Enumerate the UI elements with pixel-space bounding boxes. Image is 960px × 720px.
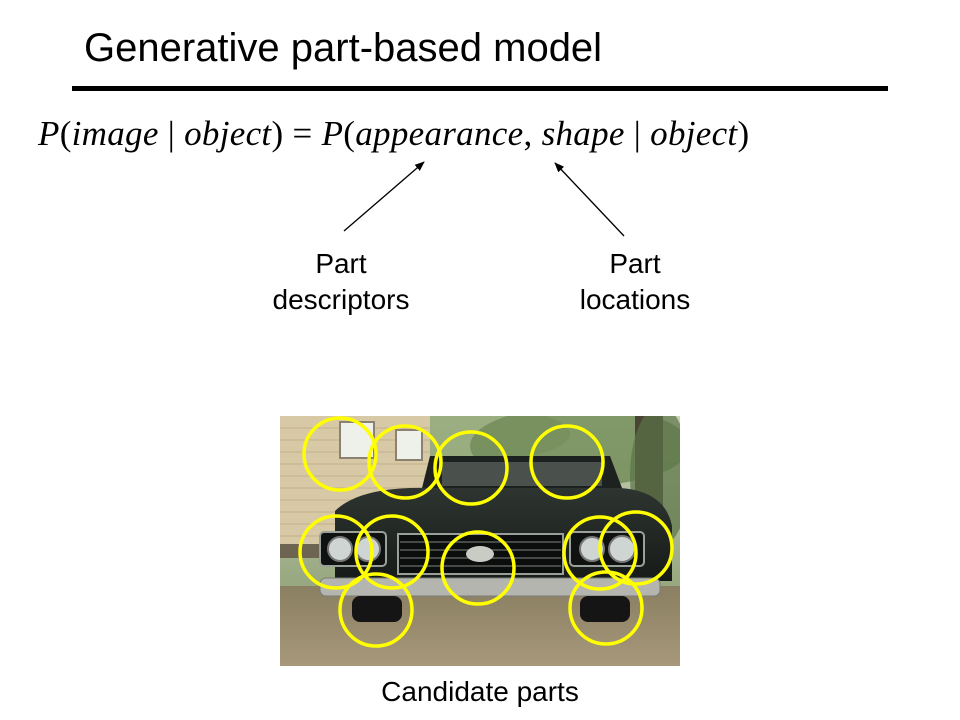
eq-rhs-open: ( [343,114,356,153]
eq-lhs-image: image [71,114,159,153]
slide-title: Generative part-based model [84,26,603,70]
part-descriptors-label: Part descriptors [241,246,441,318]
candidate-part-circle [338,572,414,648]
candidate-part-circle [529,424,605,500]
part-locations-line2: locations [579,284,691,315]
arrow-locations-to-shape [554,162,625,237]
candidate-part-circle [354,514,430,590]
part-descriptors-line2: descriptors [272,284,410,315]
eq-rhs-func: P [321,114,344,153]
candidate-part-circle [562,515,638,591]
eq-rhs-object: object [650,114,738,153]
probability-equation: P(image | object) = P(appearance, shape … [38,112,749,156]
candidate-part-circle [440,530,516,606]
candidate-part-circle [568,570,644,646]
figure-caption: Candidate parts [381,676,579,707]
photo-scene [280,416,680,666]
candidate-part-circle [298,514,374,590]
part-descriptors-line1: Part [315,248,367,279]
eq-rhs-appearance: appearance [355,114,524,153]
candidate-part-circle [367,424,443,500]
part-locations-line1: Part [609,248,661,279]
eq-lhs-open: ( [59,114,72,153]
candidate-part-circles [298,416,674,648]
arrow-descriptors-to-appearance [343,161,425,232]
title-underline [72,86,888,91]
eq-rhs-bar: | [624,114,651,153]
eq-lhs-object: object [184,114,272,153]
eq-lhs-close: ) [271,114,284,153]
candidate-part-circle [433,430,509,506]
part-locations-label: Part locations [535,246,735,318]
eq-equals: = [283,114,322,153]
eq-rhs-comma: , [523,114,542,153]
car-photo-with-candidate-parts [280,416,680,666]
eq-lhs-bar: | [158,114,185,153]
eq-rhs-shape: shape [541,114,625,153]
candidate-part-circle [598,510,674,586]
candidate-part-circle [302,416,378,492]
eq-lhs-func: P [38,114,60,153]
eq-rhs-close: ) [737,114,750,153]
